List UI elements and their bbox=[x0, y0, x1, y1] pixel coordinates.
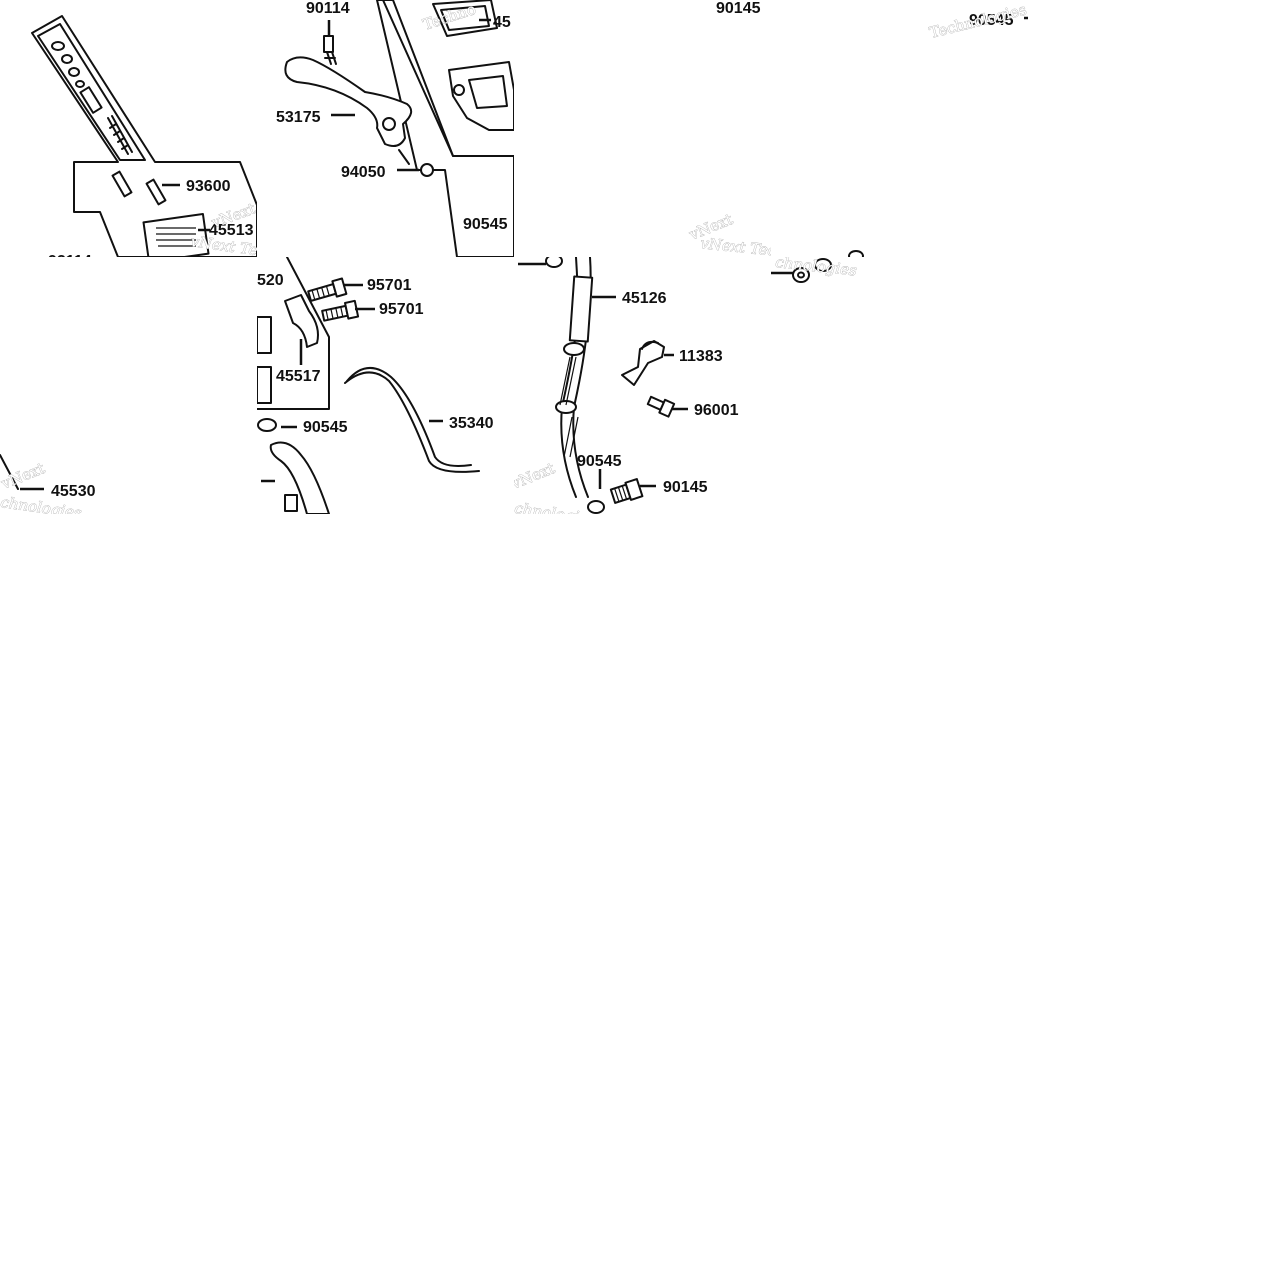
label-90545-upper-right: 90545 bbox=[969, 12, 1014, 29]
label-96001: 96001 bbox=[694, 402, 739, 419]
label-90145-top: 90145 bbox=[716, 0, 761, 17]
diagram-tile-banjo-upper: 90145 vNext vNext Technologies bbox=[514, 0, 771, 257]
watermark-vnext-technologies-2: vNext Technologies bbox=[700, 234, 771, 257]
label-90545-mid: 90545 bbox=[303, 419, 348, 436]
diagram-tile-reservoir-lower: 45530 vNext chnologies bbox=[0, 257, 257, 514]
label-90545-lower: 90545 bbox=[577, 453, 622, 470]
label-45126: 45126 bbox=[622, 290, 667, 307]
label-45513: 45513 bbox=[209, 222, 254, 239]
label-92114: 92114 bbox=[48, 253, 92, 257]
watermark-chnologies-3: chnologies bbox=[775, 257, 858, 280]
label-90545-top: 90545 bbox=[463, 216, 508, 233]
label-90145-lower: 90145 bbox=[663, 479, 708, 496]
label-35340: 35340 bbox=[449, 415, 494, 432]
label-45530: 45530 bbox=[51, 483, 96, 500]
diagram-tile-caliper-bolts: 520 95701 95701 45517 90545 35340 bbox=[257, 257, 514, 514]
label-95701-lower: 95701 bbox=[379, 301, 424, 318]
label-94050: 94050 bbox=[341, 164, 386, 181]
diagram-tile-master-cylinder: 93600 45513 92114 vNext vNext Technologi… bbox=[0, 0, 257, 257]
watermark-technologies: Technologies bbox=[928, 0, 1028, 41]
watermark-chnologies-2: chnologies bbox=[514, 499, 597, 514]
label-93600: 93600 bbox=[186, 178, 231, 195]
diagram-tile-brake-hose: 45126 11383 96001 90545 90145 vNext chno… bbox=[514, 257, 771, 514]
label-90114: 90114 bbox=[306, 0, 350, 17]
label-53175: 53175 bbox=[276, 109, 321, 126]
diagram-tile-washer-upper: 90545 Technologies bbox=[771, 0, 1028, 257]
diagram-tile-washer-lower: chnologies bbox=[771, 257, 1028, 514]
label-45517: 45517 bbox=[276, 368, 321, 385]
diagram-tile-brake-lever: 90114 53175 94050 90545 45 Techno bbox=[257, 0, 514, 257]
label-11383: 11383 bbox=[679, 348, 723, 365]
label-95701-upper: 95701 bbox=[367, 277, 412, 294]
label-45-partial: 45 bbox=[493, 14, 511, 31]
watermark-vnext-4: vNext bbox=[514, 459, 557, 493]
label-520-partial: 520 bbox=[257, 272, 284, 289]
